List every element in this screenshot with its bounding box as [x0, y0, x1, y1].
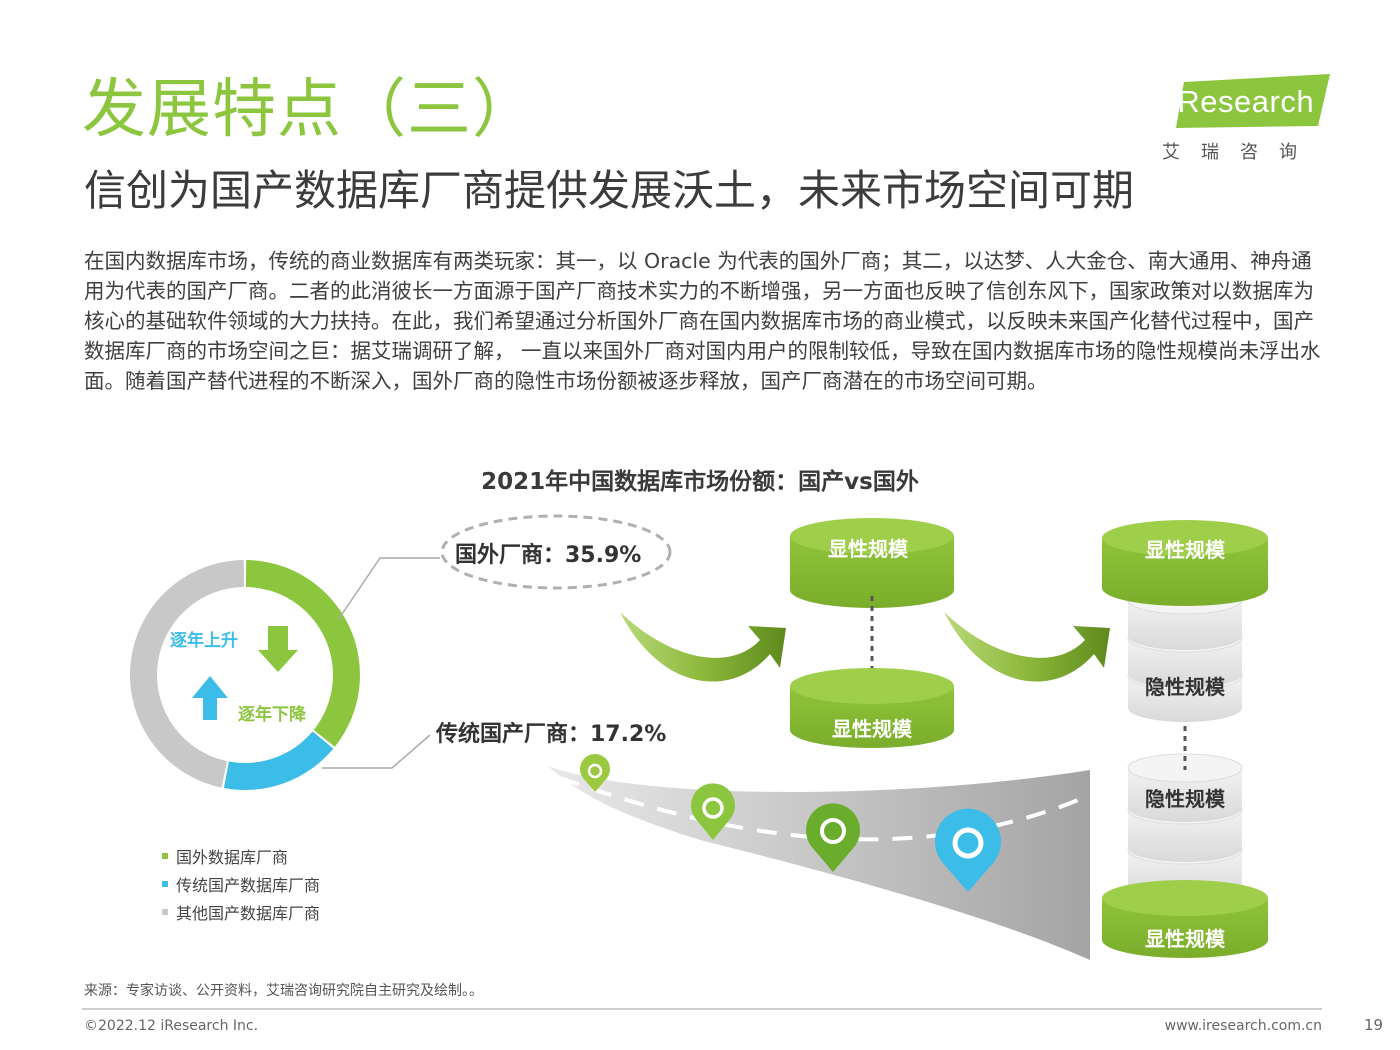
legend-label: 传统国产数据库厂商: [176, 876, 321, 895]
logo-brand-text: iResearch: [1170, 84, 1315, 119]
disk-label-explicit-top-right: 显性规模: [1145, 538, 1226, 562]
callout-line-domestic: [322, 734, 431, 769]
website-link[interactable]: www.iresearch.com.cn: [1164, 1018, 1322, 1034]
legend-label: 国外数据库厂商: [176, 848, 289, 867]
label-rising: 逐年上升: [170, 630, 238, 651]
source-note: 来源：专家访谈、公开资料，艾瑞咨询研究院自主研究及绘制。。: [84, 983, 483, 999]
legend-swatch-blue: [162, 881, 168, 887]
footer-divider: [82, 1008, 1322, 1010]
transition-arrow-1-icon: [620, 612, 786, 682]
label-falling: 逐年下降: [238, 704, 307, 725]
legend-swatch-grey: [162, 909, 168, 915]
road-graphic: [548, 766, 1090, 960]
chart-title: 2021年中国数据库市场份额：国产vs国外: [481, 469, 919, 495]
callout-line-foreign: [337, 557, 440, 621]
location-pin-3-icon: [806, 803, 860, 872]
disk-label-implicit-lower: 隐性规模: [1145, 787, 1226, 811]
page-subtitle: 信创为国产数据库厂商提供发展沃土，未来市场空间可期: [84, 166, 1135, 215]
disk-label-explicit-bottom-right: 显性规模: [1145, 927, 1226, 951]
page-number: 19: [1364, 1016, 1384, 1034]
location-pin-4-icon: [935, 808, 1002, 892]
chart-legend: 国外数据库厂商 传统国产数据库厂商 其他国产数据库厂商: [162, 842, 320, 926]
donut-slice-foreign: [245, 560, 360, 747]
callout-domestic: 传统国产厂商：17.2%: [435, 721, 666, 747]
disk-label-explicit-top-left: 显性规模: [828, 537, 909, 561]
donut-slice-traditional-domestic: [223, 731, 334, 790]
explicit-stack-left: [790, 518, 954, 748]
location-pin-1-icon: [580, 753, 610, 792]
legend-item: 传统国产数据库厂商: [162, 870, 320, 898]
copyright: ©2022.12 iResearch Inc.: [84, 1018, 259, 1034]
page-title: 发展特点（三）: [82, 73, 537, 147]
legend-item: 其他国产数据库厂商: [162, 898, 320, 926]
iresearch-logo: iResearch 艾瑞咨询: [1156, 72, 1331, 163]
full-stack-right: [1102, 520, 1268, 958]
legend-swatch-green: [162, 853, 168, 859]
logo-badge-icon: [1176, 74, 1330, 128]
legend-item: 国外数据库厂商: [162, 842, 320, 870]
legend-label: 其他国产数据库厂商: [176, 904, 321, 923]
disk-label-implicit-upper: 隐性规模: [1145, 675, 1226, 699]
logo-brand-cn: 艾瑞咨询: [1162, 142, 1318, 163]
location-pin-2-icon: [691, 783, 735, 840]
callout-foreign: 国外厂商：35.9%: [455, 542, 641, 568]
arrow-up-icon: [192, 676, 228, 720]
arrow-down-icon: [258, 626, 298, 672]
donut-chart: [130, 560, 360, 790]
donut-slice-other-domestic: [130, 560, 245, 788]
body-paragraph: 在国内数据库市场，传统的商业数据库有两类玩家：其一，以 Oracle 为代表的国…: [84, 249, 1321, 393]
callout-highlight-ellipse: [440, 514, 672, 590]
disk-label-explicit-bottom-left: 显性规模: [832, 717, 913, 741]
transition-arrow-2-icon: [944, 612, 1110, 682]
